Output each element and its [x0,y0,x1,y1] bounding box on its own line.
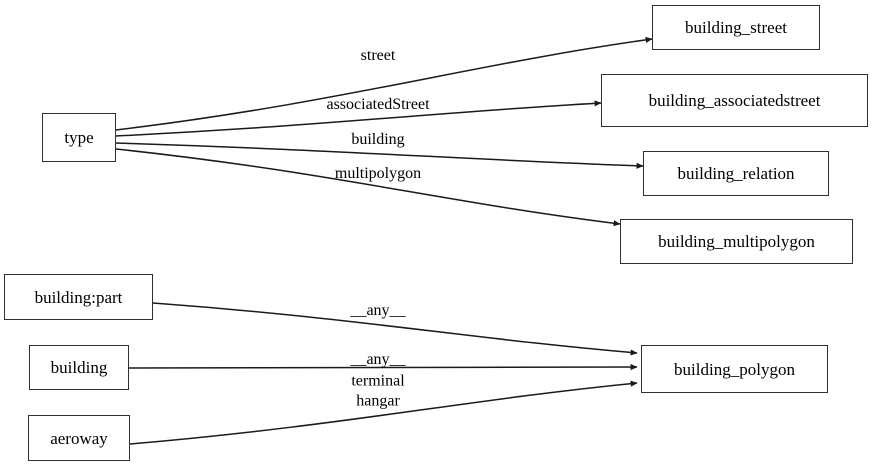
edge-type-to-building_street [115,36,653,131]
node-label: building:part [34,287,123,307]
edge-label-any-building: __any__ [350,350,406,368]
edge-path-group [115,36,653,445]
node-label: building_multipolygon [658,232,815,251]
node-label: building_street [685,18,787,37]
edge-building-to-building_polygon [128,363,638,371]
edge-label-terminal-hangar: terminal hangar [351,372,405,410]
node-building-associatedstreet[interactable]: building_associatedstreet [601,74,868,127]
edge-building_part-to-building_polygon [152,302,638,356]
edge-aeroway-to-building_polygon [129,380,638,445]
node-building-part[interactable]: building:part [4,274,153,320]
edge-label-street: street [360,46,396,64]
edge-label-building: building [351,130,405,148]
node-label: building_polygon [674,359,795,379]
edge-type-to-building_relation [115,142,644,169]
node-building-street[interactable]: building_street [652,5,820,50]
node-label: type [64,128,94,147]
node-aeroway[interactable]: aeroway [28,415,130,461]
node-building-relation[interactable]: building_relation [643,151,829,196]
node-label: building_relation [677,164,795,183]
node-building[interactable]: building [29,345,129,390]
edge-label-multipolygon: multipolygon [334,164,422,182]
node-label: aeroway [50,428,108,448]
edge-label-any-part: __any__ [350,301,406,319]
edge-type-to-building_associatedstreet [115,100,602,137]
node-building-polygon[interactable]: building_polygon [641,345,828,393]
node-type[interactable]: type [42,113,116,162]
node-building-multipolygon[interactable]: building_multipolygon [620,219,853,264]
edge-type-to-building_multipolygon [115,148,621,227]
node-label: building_associatedstreet [648,91,821,110]
node-label: building [50,358,108,377]
edge-label-associatedstreet: associatedStreet [326,95,430,113]
